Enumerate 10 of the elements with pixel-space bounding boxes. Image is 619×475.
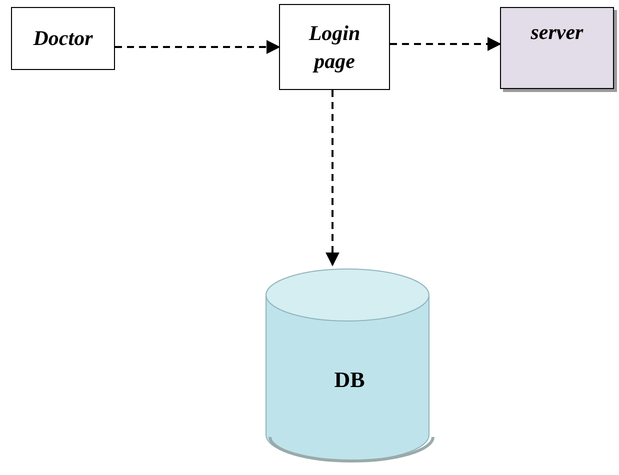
- process-box: [279, 4, 390, 90]
- process-box: [11, 7, 115, 70]
- box-label: server: [530, 19, 584, 46]
- dashed-arrow: [326, 90, 340, 266]
- box-label: Doctor: [33, 25, 93, 52]
- dashed-arrow: [115, 40, 280, 54]
- process-box: [500, 7, 614, 89]
- database-label: DB: [334, 367, 365, 393]
- dashed-arrow: [390, 37, 502, 51]
- box-label: Login page: [308, 20, 362, 75]
